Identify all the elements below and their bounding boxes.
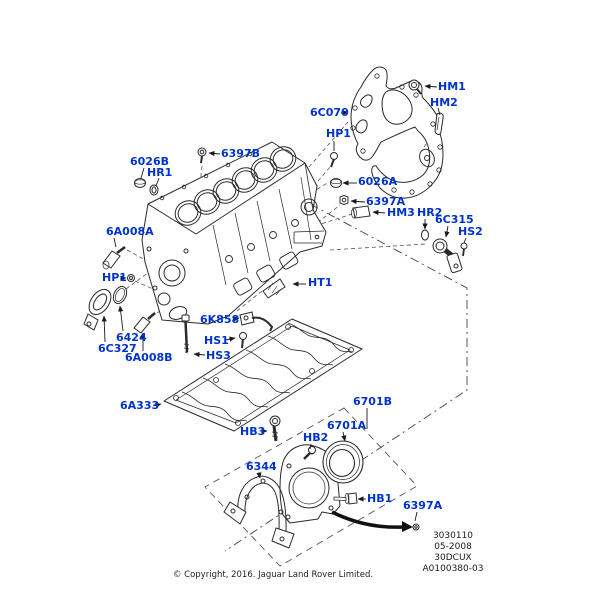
part-label-6344[interactable]: 6344 [246, 460, 277, 473]
part-label-6A008B[interactable]: 6A008B [125, 351, 173, 364]
part-label-HB2[interactable]: HB2 [303, 431, 329, 444]
gasket-6C070-art [350, 66, 444, 199]
engine-block-art [141, 141, 327, 325]
part-label-6A008A[interactable]: 6A008A [106, 225, 154, 238]
part-label-HM1[interactable]: HM1 [438, 80, 466, 93]
part-label-6397A-bottom[interactable]: 6397A [403, 499, 443, 512]
part-label-6026A[interactable]: 6026A [358, 175, 398, 188]
part-label-6C315[interactable]: 6C315 [435, 213, 474, 226]
part-label-HB3[interactable]: HB3 [240, 425, 266, 438]
part-label-HS3[interactable]: HS3 [206, 349, 231, 362]
hardware-art [83, 79, 468, 531]
part-label-6C070[interactable]: 6C070 [310, 106, 349, 119]
thick-pointer-art [331, 510, 413, 532]
part-label-6424[interactable]: 6424 [116, 331, 147, 344]
drawing-reference-block: 3030110 05-2008 30DCUX A0100380-03 [405, 531, 501, 575]
part-label-6C327[interactable]: 6C327 [98, 342, 137, 355]
part-label-6701A[interactable]: 6701A [327, 419, 367, 432]
part-label-6A333[interactable]: 6A333 [120, 399, 160, 412]
ref-line-2: 05-2008 [434, 542, 472, 552]
part-label-6K858[interactable]: 6K858 [200, 313, 240, 326]
part-label-HP1-top[interactable]: HP1 [326, 127, 351, 140]
seal-kit-boundary-art [204, 407, 418, 567]
part-label-HS2[interactable]: HS2 [458, 225, 483, 238]
ref-line-1: 3030110 [432, 531, 474, 541]
part-label-HB1[interactable]: HB1 [367, 492, 393, 505]
part-label-HR1[interactable]: HR1 [147, 166, 173, 179]
copyright-text: © Copyright, 2016. Jaguar Land Rover Lim… [172, 570, 374, 580]
part-label-HP1-left[interactable]: HP1 [102, 271, 127, 284]
ref-line-4: A0100380-03 [422, 564, 484, 574]
part-label-6026B[interactable]: 6026B [130, 155, 169, 168]
part-label-6397A-top[interactable]: 6397A [366, 195, 406, 208]
crank-seal-art [322, 440, 364, 484]
backing-shield-art [223, 475, 295, 549]
part-label-HT1[interactable]: HT1 [308, 276, 333, 289]
ref-line-3: 30DCUX [434, 553, 472, 563]
part-label-6397B[interactable]: 6397B [221, 147, 260, 160]
part-label-6701B[interactable]: 6701B [353, 395, 392, 408]
part-label-HR2[interactable]: HR2 [417, 206, 443, 219]
label-leaders [101, 83, 467, 522]
part-label-HM2[interactable]: HM2 [430, 96, 458, 109]
part-label-HS1[interactable]: HS1 [204, 334, 229, 347]
part-label-HM3[interactable]: HM3 [387, 206, 415, 219]
windage-tray-art [163, 318, 363, 432]
